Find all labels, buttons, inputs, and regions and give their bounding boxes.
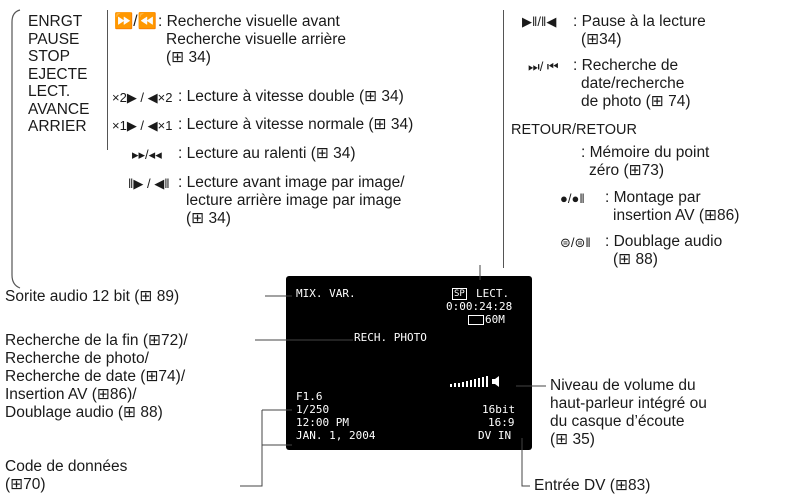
osd-tape-icon: 60M: [468, 314, 505, 326]
callout-volume-4: (⊞ 35): [550, 431, 595, 448]
retour-desc-2: zéro (⊞73): [589, 162, 665, 179]
record-pause-icon: ●/●‖: [560, 191, 585, 206]
skip-desc-1: : Recherche de: [573, 57, 679, 74]
pause-ref: (⊞34): [581, 31, 622, 48]
mode-item: LECT.: [28, 83, 71, 100]
callout-audio: Sorite audio 12 bit (⊞ 89): [5, 288, 180, 305]
mode-item: ENRGT: [28, 13, 83, 30]
callout-search-1: Recherche de la fin (⊞72)/: [5, 332, 188, 349]
x1-speed-icon: ×1▶ / ◀×1: [112, 118, 173, 133]
osd-timecode: 0:00:24:28: [446, 300, 513, 313]
callout-volume-3: du casque d’écoute: [550, 413, 685, 430]
osd-fnumber: F1.6: [296, 390, 323, 403]
osd-dv-in: DV IN: [478, 429, 512, 442]
frame-advance-ref: (⊞ 34): [186, 210, 231, 227]
mode-item: STOP: [28, 48, 70, 65]
osd-ratio: 16:9: [488, 416, 515, 429]
osd-remaining: 60M: [485, 313, 505, 326]
mode-item: ARRIER: [28, 118, 87, 135]
montage-desc-1: : Montage par: [605, 189, 701, 206]
volume-level-icon: [450, 376, 499, 387]
osd-time: 12:00 PM: [296, 416, 349, 429]
skip-icon: ⏭/ ⏮: [528, 59, 559, 74]
dubbing-icon: ⊜/⊜‖: [560, 235, 591, 250]
callout-search-3: Recherche de date (⊞74)/: [5, 368, 186, 385]
callout-volume-2: haut-parleur intégré ou: [550, 395, 707, 412]
pause-desc: : Pause à la lecture: [573, 13, 706, 30]
ff-rew-desc-2: Recherche visuelle arrière: [166, 31, 347, 48]
mode-item: EJECTE: [28, 65, 88, 83]
column-divider: [107, 10, 108, 150]
ff-rew-desc-1: : Recherche visuelle avant: [158, 13, 340, 30]
frame-advance-icon: ‖▶ / ◀‖: [128, 176, 170, 191]
camcorder-screen: MIX. VAR. SP LECT. 0:00:24:28 60M RECH. …: [286, 276, 532, 450]
dub-desc-2: (⊞ 88): [613, 251, 658, 268]
skip-desc-3: de photo (⊞ 74): [581, 93, 691, 110]
mode-item: AVANCE: [28, 100, 90, 118]
slow-motion-icon: ▸▸/◂◂: [132, 147, 162, 162]
pause-icon: ▶‖/‖◀: [522, 14, 557, 29]
x2-speed-icon: ×2▶ / ◀×2: [112, 90, 173, 105]
osd-date: JAN. 1, 2004: [296, 429, 376, 442]
callout-search-4: Insertion AV (⊞86)/: [5, 386, 137, 403]
x2-speed-desc: : Lecture à vitesse double (⊞ 34): [178, 88, 404, 105]
osd-mix: MIX. VAR.: [296, 287, 356, 300]
callout-data-code-2: (⊞70): [5, 476, 46, 493]
callout-dv-in: Entrée DV (⊞83): [534, 477, 651, 494]
retour-desc-1: : Mémoire du point: [581, 144, 710, 161]
callout-volume-1: Niveau de volume du: [550, 377, 696, 394]
dub-desc-1: : Doublage audio: [605, 233, 723, 250]
montage-desc-2: insertion AV (⊞86): [613, 207, 740, 224]
frame-advance-desc-1: : Lecture avant image par image/: [178, 174, 405, 191]
slow-motion-desc: : Lecture au ralenti (⊞ 34): [178, 145, 356, 162]
ff-rew-icon: ⏩/⏪: [114, 13, 157, 30]
callout-data-code-1: Code de données: [5, 458, 128, 475]
callout-search-2: Recherche de photo/: [5, 350, 149, 367]
ff-rew-ref: (⊞ 34): [166, 49, 211, 66]
mode-item: PAUSE: [28, 30, 80, 48]
frame-advance-desc-2: lecture arrière image par image: [186, 192, 402, 209]
osd-sp-badge: SP: [452, 288, 467, 300]
retour-label: RETOUR/RETOUR: [511, 122, 637, 138]
osd-shutter: 1/250: [296, 403, 330, 416]
x1-speed-desc: : Lecture à vitesse normale (⊞ 34): [178, 116, 414, 133]
mode-list-bracket: [11, 9, 21, 289]
skip-desc-2: date/recherche: [581, 75, 685, 92]
osd-16bit: 16bit: [482, 403, 516, 416]
osd-lect: LECT.: [476, 287, 510, 300]
callout-search-5: Doublage audio (⊞ 88): [5, 404, 163, 421]
osd-rech-photo: RECH. PHOTO: [354, 331, 427, 344]
column-divider: [503, 10, 504, 268]
